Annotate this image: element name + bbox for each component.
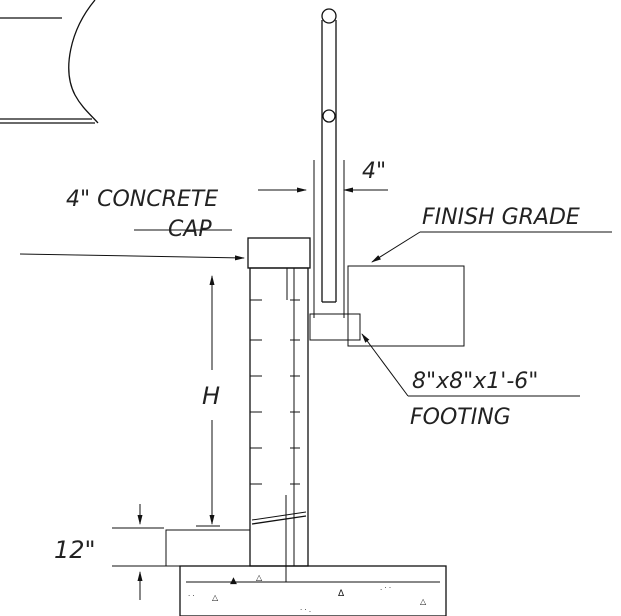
post: [313, 8, 345, 318]
height-dimension: [196, 275, 220, 527]
block-wall: [249, 267, 309, 582]
svg-text:Δ: Δ: [338, 589, 345, 599]
cap-label-line2: CAP: [168, 217, 212, 242]
post-dimension-label: 4": [362, 159, 386, 184]
base-dimension-label: 12": [54, 536, 96, 564]
svg-text:· ·: · ·: [188, 592, 195, 600]
post-footing: [309, 313, 361, 341]
svg-text:· · .: · · .: [300, 606, 311, 614]
concrete-cap: [247, 237, 311, 269]
cap-label-line1: 4" CONCRETE: [66, 187, 218, 212]
footing-size-label: 8"x8"x1'-6": [412, 369, 538, 394]
wall-footing: ▲ △ Δ △ △ · · · · . . · ·: [179, 565, 447, 616]
footing-leader: [361, 333, 580, 397]
grade-leader: [371, 231, 612, 263]
svg-text:△: △: [212, 593, 219, 602]
base-soil-hatch: [165, 529, 251, 567]
svg-text:△: △: [256, 573, 263, 582]
svg-text:. · ·: . · ·: [380, 584, 391, 592]
svg-text:▲: ▲: [230, 576, 237, 586]
base-height-dimension: [112, 504, 176, 600]
soil-grade-hatch: [347, 265, 465, 347]
finish-grade-label: FINISH GRADE: [422, 205, 580, 230]
svg-text:△: △: [420, 597, 427, 606]
cap-leader-line: [19, 253, 245, 261]
height-label: H: [202, 382, 220, 410]
footing-label: FOOTING: [410, 405, 511, 430]
top-left-arc-shape: [0, 0, 99, 124]
